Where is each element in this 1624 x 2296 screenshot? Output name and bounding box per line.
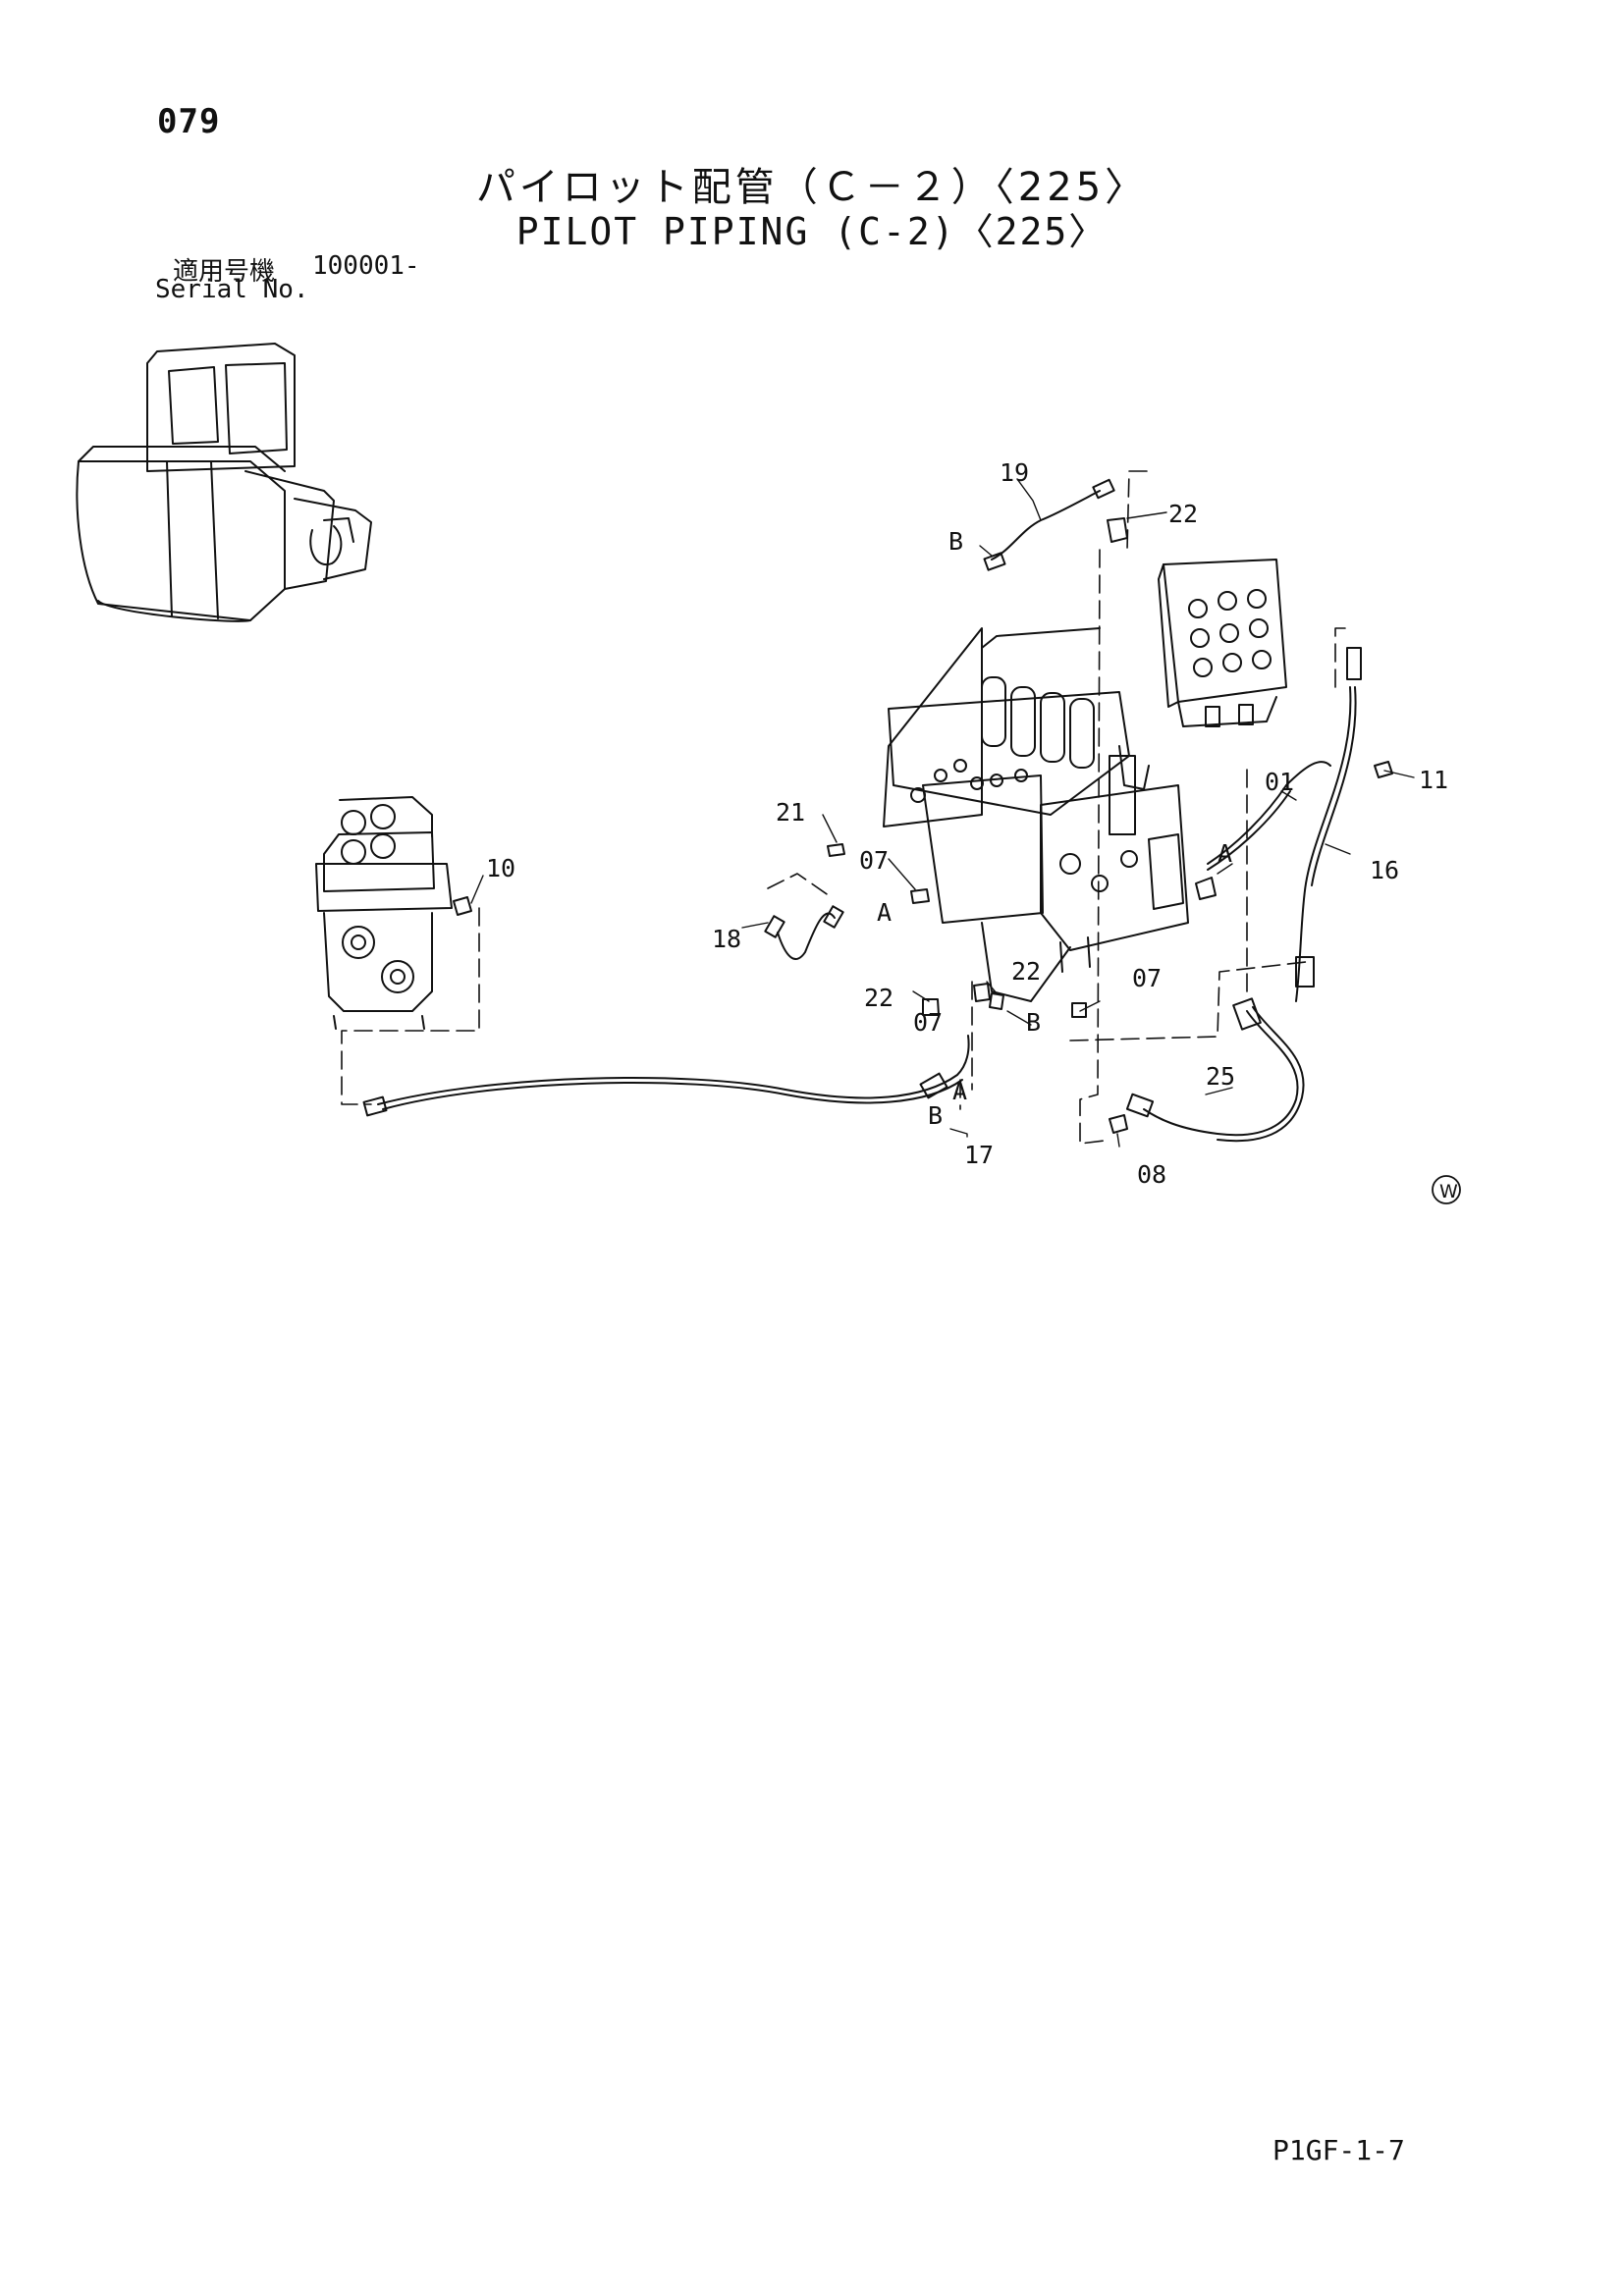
callout-19: 19 bbox=[1000, 458, 1029, 487]
callout-10: 10 bbox=[486, 854, 515, 882]
serial-number-value: 100001- bbox=[312, 251, 420, 281]
control-valve bbox=[883, 627, 1189, 1002]
callout-07: 07 bbox=[913, 1008, 943, 1037]
remote-control-valve bbox=[315, 796, 453, 1030]
callout-08: 08 bbox=[1137, 1160, 1166, 1189]
callout-B: B bbox=[1026, 1008, 1041, 1037]
callout-A: A bbox=[1218, 839, 1232, 868]
leader-lines bbox=[470, 478, 1415, 1148]
page-title-english: PILOT PIPING (C-2)〈225〉 bbox=[515, 210, 1109, 253]
callout-22: 22 bbox=[864, 984, 893, 1012]
machine-location-thumbnail bbox=[76, 343, 372, 622]
callout-22: 22 bbox=[1168, 500, 1198, 528]
callout-16: 16 bbox=[1370, 856, 1399, 884]
callout-11: 11 bbox=[1419, 766, 1448, 794]
callout-A: A bbox=[952, 1077, 967, 1105]
callout-25: 25 bbox=[1206, 1062, 1235, 1091]
callout-21: 21 bbox=[776, 798, 805, 827]
signal-control-valve bbox=[1158, 559, 1287, 727]
page-title-japanese: パイロット配管（Ｃ－２）〈225〉 bbox=[475, 165, 1149, 210]
callout-labels: 19 22 B 21 07 A 18 22 07 22 B 07 10 A B … bbox=[486, 458, 1448, 1189]
callout-A: A bbox=[877, 898, 892, 927]
callout-B: B bbox=[928, 1101, 943, 1130]
callout-07: 07 bbox=[1132, 964, 1162, 992]
page-number: 079 bbox=[157, 102, 221, 141]
hoses bbox=[362, 478, 1362, 1143]
routing-lines bbox=[341, 470, 1346, 1145]
fittings bbox=[453, 761, 1393, 1134]
svg-text:W: W bbox=[1439, 1181, 1458, 1202]
serial-label-english: Serial No. bbox=[155, 275, 309, 304]
circled-w-symbol: W bbox=[1432, 1175, 1461, 1204]
footer-code: P1GF-1-7 bbox=[1272, 2134, 1405, 2166]
callout-18: 18 bbox=[712, 925, 741, 953]
callout-17: 17 bbox=[964, 1141, 994, 1169]
callout-B: B bbox=[948, 527, 963, 556]
callout-22: 22 bbox=[1011, 957, 1041, 986]
callout-01: 01 bbox=[1265, 768, 1294, 796]
serial-label-japanese: 適用号機 bbox=[173, 257, 276, 287]
callout-07: 07 bbox=[859, 846, 889, 875]
